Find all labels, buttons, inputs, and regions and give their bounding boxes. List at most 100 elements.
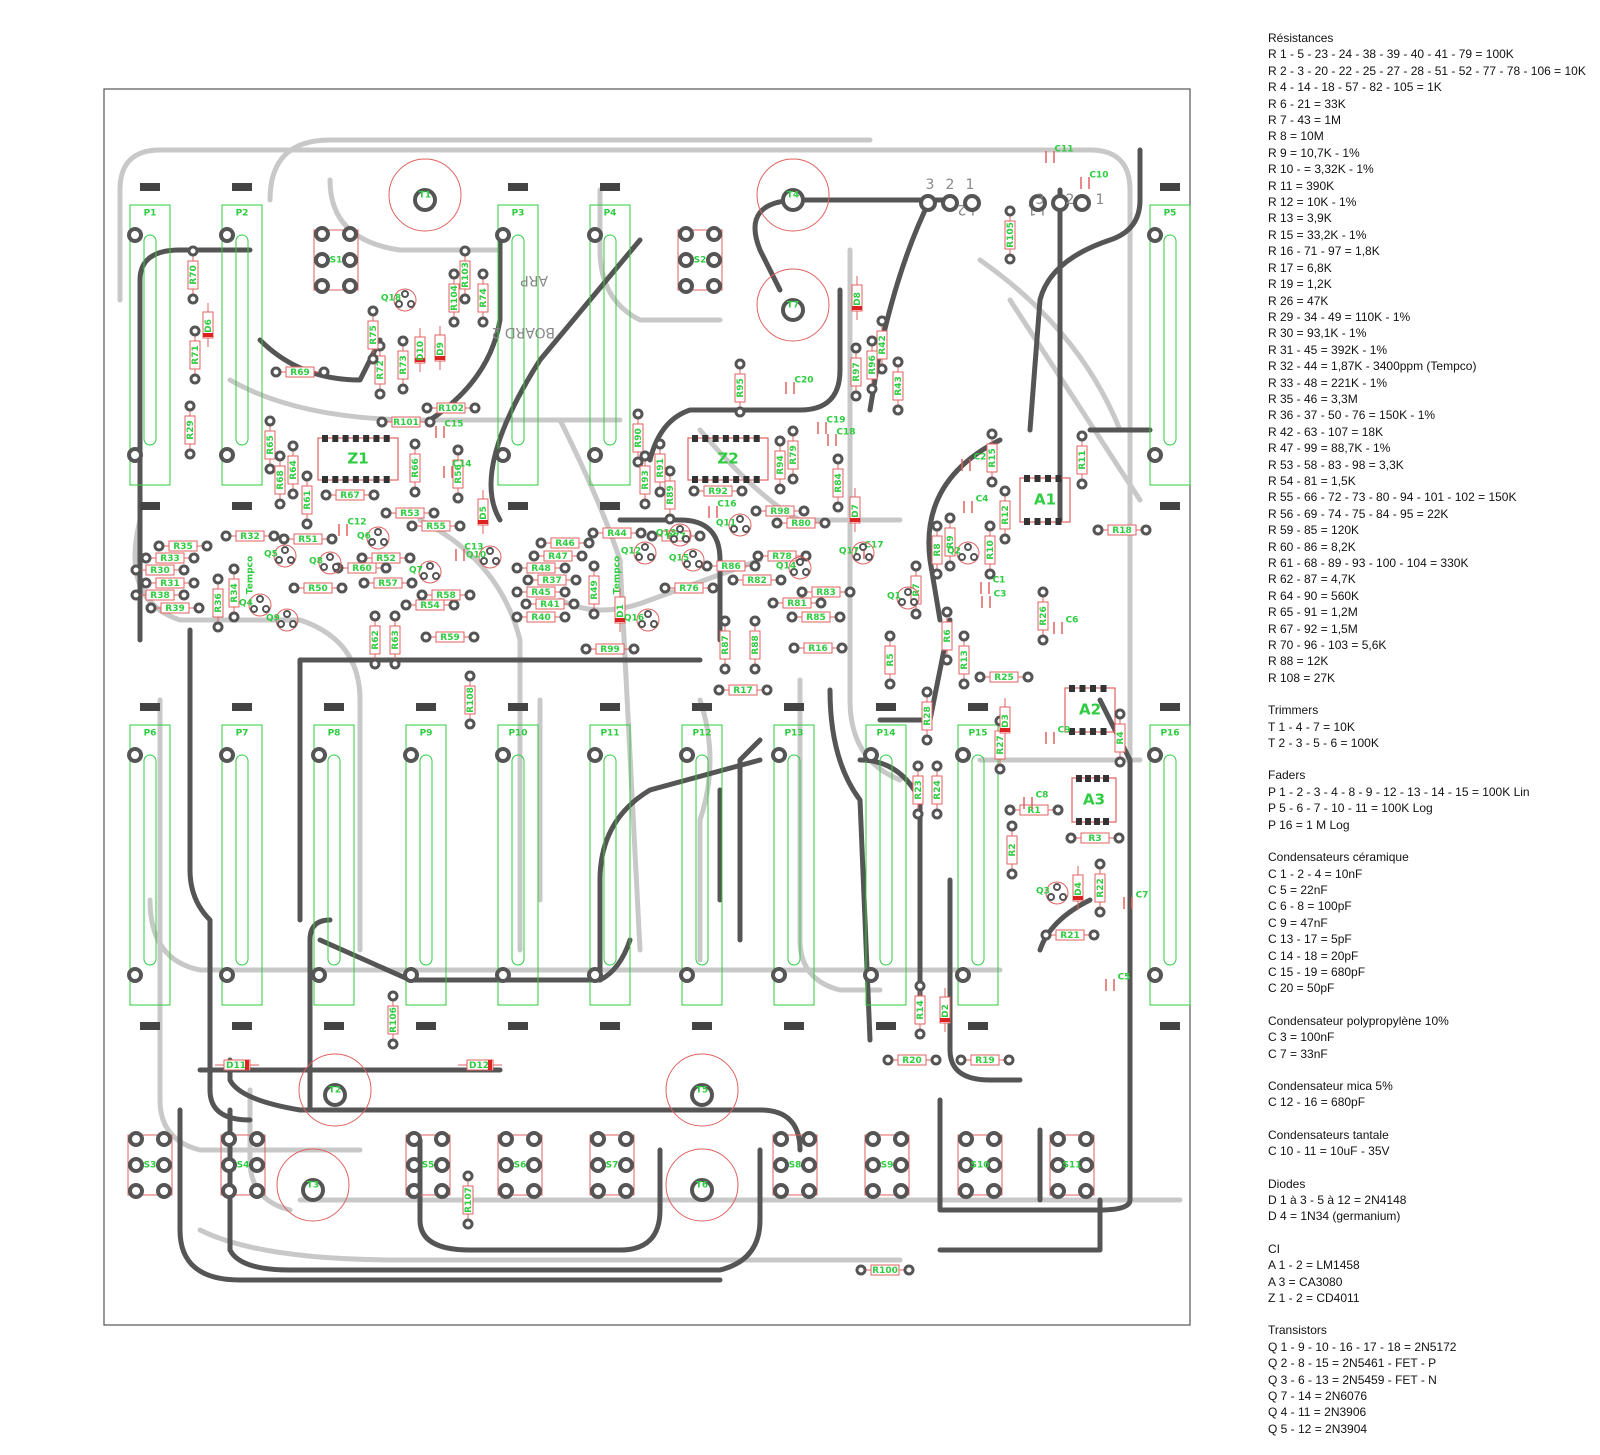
solder-pad [678,278,694,294]
diode-d10: D10 [414,328,426,372]
solder-pad [495,967,511,983]
resistor-label: R17 [733,686,752,696]
trimmer-t3[interactable]: T3 [276,1148,350,1222]
diode-d7: D7 [849,488,861,532]
fader-p15[interactable]: P15 [955,703,999,1030]
resistor-label: R52 [376,554,395,564]
solder-pad [958,1157,974,1173]
switch-label: S10 [970,1161,989,1171]
fader-p6[interactable]: P6 [127,703,171,1030]
resistor-r43: R43 [892,356,904,416]
transistor-q3: Q3 [1036,881,1069,905]
jack-j1-pin [1073,194,1091,212]
capacitor-label: C7 [1136,891,1149,901]
trimmer-label: T4 [787,191,799,201]
solder-pad [771,967,787,983]
solder-pad [773,1157,789,1173]
capacitor-label: C10 [1089,171,1108,181]
resistor-r59: R59 [420,631,480,643]
resistor-label: R83 [816,588,835,598]
trimmer-t4[interactable]: T4 [756,158,830,232]
legend-line: D 4 = 1N34 (germanium) [1268,1209,1401,1224]
trace-dark [137,247,253,643]
transistor-label: Q1 [887,592,901,602]
fader-p4[interactable]: P4 [587,183,631,510]
resistor-r32: R32 [220,530,280,542]
capacitor-c8: C8 [1023,791,1048,809]
switch-s3[interactable]: S3 [127,1131,173,1199]
legend-line: D 1 à 3 - 5 à 12 = 2N4148 [1268,1193,1407,1207]
legend-line: C 12 - 16 = 680pF [1268,1095,1366,1110]
fader-p16[interactable]: P16 [1147,703,1191,1030]
fader-p2[interactable]: P2 [219,183,263,510]
fader-label: P3 [512,209,525,219]
resistor-r88: R88 [749,615,761,675]
fader-label: P11 [600,729,619,739]
resistor-r24: R24 [931,760,943,820]
pin-number-j2: 1 [966,177,975,193]
trace-light [197,1227,903,1263]
resistor-r50: R50 [288,582,348,594]
solder-pad [342,226,358,242]
diode-label: D10 [416,341,426,361]
trimmer-t1[interactable]: T1 [388,158,462,232]
fader-p5[interactable]: P5 [1147,183,1191,510]
switch-s1[interactable]: S1 [313,226,359,294]
legend-section-title: Transistors [1268,1323,1327,1338]
resistor-r68: R68 [274,450,286,510]
legend-line: R 35 - 46 = 3,3M [1268,391,1358,406]
fader-p9[interactable]: P9 [403,703,447,1030]
switch-s7[interactable]: S7 [589,1131,635,1199]
transistor-label: Q8 [309,557,323,567]
resistor-r58: R58 [416,589,476,601]
fader-p1[interactable]: P1 [127,183,171,510]
legend-line: Q 1 - 9 - 10 - 16 - 17 - 18 = 2N5172 [1268,1339,1457,1354]
fader-label: P9 [420,729,433,739]
switch-s2[interactable]: S2 [677,226,723,294]
fader-p3[interactable]: P3 [495,183,539,510]
switch-s9[interactable]: S9 [864,1131,910,1199]
trimmer-t7[interactable]: T7 [756,268,830,342]
capacitor-label: C4 [976,495,989,505]
trace-dark [947,877,1023,1083]
legend-section-title: Condensateurs céramique [1268,850,1409,865]
trace-dark [617,517,723,643]
switch-s4[interactable]: S4 [220,1131,266,1199]
switch-s8[interactable]: S8 [772,1131,818,1199]
capacitor-c19: C19 [817,416,846,434]
solder-pad [314,278,330,294]
solder-pad [986,1157,1002,1173]
pin-number-j2: 2 [946,177,955,193]
resistor-label: R23 [914,780,924,799]
switch-s5[interactable]: S5 [405,1131,451,1199]
solder-pad [219,747,235,763]
trimmer-t2[interactable]: T2 [298,1053,372,1127]
ic-label: Z1 [347,450,368,468]
fader-p7[interactable]: P7 [219,703,263,1030]
switch-s6[interactable]: S6 [497,1131,543,1199]
legend-line: C 3 = 100nF [1268,1030,1335,1045]
fader-p13[interactable]: P13 [771,703,815,1030]
fader-p11[interactable]: P11 [587,703,631,1030]
trimmer-t6[interactable]: T6 [665,1148,739,1222]
resistor-r30: R30 [130,564,190,576]
fader-p8[interactable]: P8 [311,703,355,1030]
fader-label: P7 [236,729,249,739]
resistor-r34: R34 [228,563,240,623]
switch-s11[interactable]: S11 [1049,1131,1095,1199]
trimmer-t5[interactable]: T5 [665,1053,739,1127]
solder-pad [1078,1157,1094,1173]
resistor-r46: R46 [535,537,595,549]
switch-s10[interactable]: S10 [957,1131,1003,1199]
trace-light [977,257,1123,433]
fader-p14[interactable]: P14 [863,703,907,1030]
resistor-label: R63 [391,630,401,649]
resistor-label: R105 [1006,222,1016,248]
jack-j2-pin [963,194,981,212]
fader-p10[interactable]: P10 [495,703,539,1030]
trace-dark [1037,897,1093,953]
fader-p12[interactable]: P12 [679,703,723,1030]
resistor-r22: R22 [1094,858,1106,918]
